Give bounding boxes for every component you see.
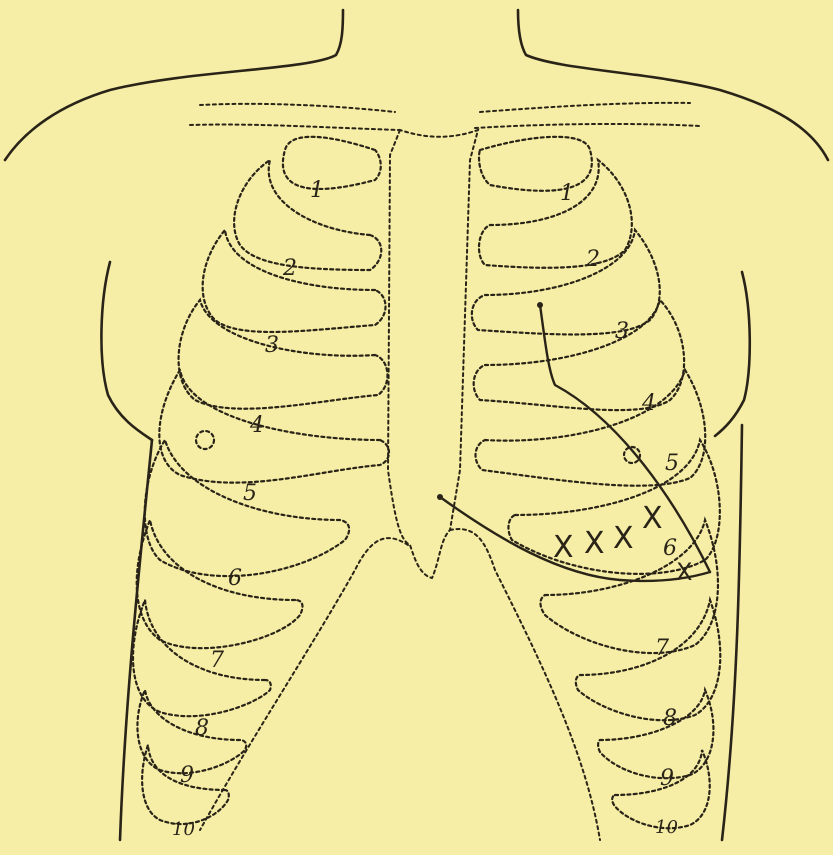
right-clavicle [480,103,690,112]
left-clavicle [200,104,395,112]
x-marker-2: X [584,526,605,561]
left-rib-4 [179,300,388,409]
right-rib-1 [479,137,592,191]
sternum [388,130,478,578]
left-rib-number-10: 10 [172,819,195,840]
left-rib-number-5: 5 [243,481,257,506]
right-flank [722,425,742,840]
x-marker-4: X [642,501,663,536]
left-ribs [133,137,389,824]
left-nipple-circle [196,431,214,449]
left-rib-1 [283,137,381,189]
left-flank [120,440,152,840]
cardiac-point-lower [437,494,443,500]
right-rib-2 [479,160,632,268]
right-arm-edge [715,272,750,436]
left-arm-edge [101,262,152,440]
left-rib-number-2: 2 [282,256,297,281]
right-rib-8 [576,600,720,720]
right-clavicle-lower [475,124,700,128]
left-clavicle-lower [190,125,400,130]
clavicles-and-sternum [190,103,700,840]
left-rib-number-4: 4 [249,413,264,438]
left-rib-number-6: 6 [228,566,242,591]
left-rib-8 [133,600,271,716]
left-rib-7 [137,520,303,648]
costal-arch-right [450,529,600,840]
neck-left [5,10,343,160]
x-marker-1: X [553,530,574,565]
left-rib-number-8: 8 [195,716,209,741]
right-rib-number-6: 6 [663,536,677,561]
x-marker-5: X [676,558,692,586]
right-rib-number-3: 3 [615,319,629,344]
right-rib-number-2: 2 [585,247,600,272]
right-rib-number-7: 7 [655,636,669,661]
left-rib-number-3: 3 [265,333,279,358]
x-marker-3: X [613,521,634,556]
cardiac-point-upper [537,302,543,308]
left-rib-number-1: 1 [310,178,324,203]
left-rib-number-9: 9 [180,763,194,788]
right-rib-number-4: 4 [641,391,656,416]
right-rib-3 [472,230,660,334]
right-ribs [472,137,720,828]
right-rib-number-8: 8 [663,706,677,731]
left-rib-9 [137,690,246,773]
left-rib-6 [145,440,349,576]
left-rib-numbers: 1 2 3 4 5 6 7 8 9 10 [172,178,324,840]
left-rib-number-7: 7 [210,648,224,673]
left-rib-5 [159,370,389,483]
right-rib-number-9: 9 [660,766,674,791]
right-rib-number-5: 5 [665,451,679,476]
left-rib-2 [234,160,381,270]
right-rib-number-10: 10 [655,817,678,838]
right-rib-number-1: 1 [560,181,574,206]
